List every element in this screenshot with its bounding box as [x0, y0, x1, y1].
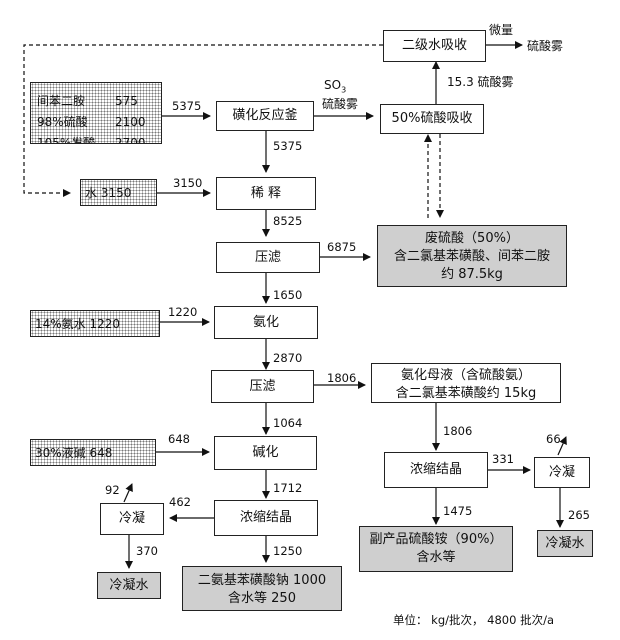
flow-to-mother-liquor: 1806 [327, 371, 357, 385]
filter-press-1-box: 压滤 [216, 242, 320, 273]
mother-liquor-line-2: 含二氯基苯磺酸约 15kg [395, 386, 537, 401]
flow-water-to-dilution: 3150 [173, 176, 203, 190]
byproduct-line-2: 含水等 [416, 550, 456, 565]
flow-ammoniation-to-filter: 2870 [273, 351, 303, 365]
dilution-box: 稀 释 [216, 177, 316, 210]
condensate-left-label: 冷凝水 [109, 577, 149, 593]
trace-label: 微量 [489, 23, 514, 37]
raw-item-3-value: 2700 [115, 136, 146, 144]
filter-press-2-box: 压滤 [211, 370, 314, 403]
ammonia-input-box: 14%氨水 1220 [30, 310, 160, 337]
flow-concentration-to-condenser-left: 462 [169, 495, 191, 509]
waste-acid-line-2: 含二氯基苯磺酸、间苯二胺 [393, 249, 550, 264]
alkalization-label: 碱化 [252, 445, 279, 460]
flow-raw-to-sulfonation: 5375 [172, 99, 202, 113]
flow-condensate-left: 370 [136, 544, 158, 558]
waste-acid-line-3: 约 87.5kg [441, 267, 503, 282]
ammoniation-box: 氨化 [214, 306, 318, 339]
byproduct-line-1: 副产品硫酸铵（90%） [369, 532, 503, 547]
acid-absorption-box: 50%硫酸吸收 [380, 104, 484, 134]
filter-press-1-label: 压滤 [254, 249, 281, 265]
trace-mist-label: 硫酸雾 [527, 39, 564, 53]
flow-product: 1250 [273, 544, 303, 558]
flow-waste-acid: 6875 [327, 240, 357, 254]
dilution-label: 稀 释 [250, 185, 282, 201]
flow-filter-to-ammoniation: 1650 [273, 288, 303, 302]
condensate-left-box: 冷凝水 [97, 572, 161, 599]
flow-naoh-in: 648 [168, 432, 190, 446]
raw-materials-box: 间苯二胺 575 98%硫酸 2100 105%发酸 2700 [30, 82, 162, 144]
flow-byproduct: 1475 [443, 504, 473, 518]
raw-item-1-name: 间苯二胺 [37, 94, 86, 108]
water-input-box: 水 3150 [80, 179, 157, 206]
second-absorption-label: 二级水吸收 [401, 38, 467, 53]
concentration-crystallization-1-box: 浓缩结晶 [214, 500, 318, 536]
flow-vent-right: 66 [546, 432, 561, 446]
mother-liquor-box: 氨化母液（含硫酸氨） 含二氯基苯磺酸约 15kg [371, 363, 561, 403]
product-box: 二氨基苯磺酸钠 1000 含水等 250 [182, 566, 342, 611]
filter-press-2-label: 压滤 [249, 378, 276, 394]
condensate-right-box: 冷凝水 [537, 530, 593, 557]
raw-item-1: 间苯二胺 575 [37, 92, 138, 110]
byproduct-ammonium-sulfate-box: 副产品硫酸铵（90%） 含水等 [359, 526, 513, 572]
condenser-left-box: 冷凝 [100, 503, 164, 535]
second-absorption-box: 二级水吸收 [383, 30, 486, 62]
product-line-2: 含水等 250 [228, 591, 296, 606]
waste-acid-box: 废硫酸（50%） 含二氯基苯磺酸、间苯二胺 约 87.5kg [377, 225, 567, 287]
concentration-crystallization-2-label: 浓缩结晶 [409, 462, 462, 477]
so3-text: SO [324, 78, 342, 92]
condenser-right-box: 冷凝 [534, 457, 590, 488]
mother-liquor-line-1: 氨化母液（含硫酸氨） [400, 368, 531, 383]
raw-item-3-name: 105%发酸 [37, 136, 96, 144]
condenser-right-label: 冷凝 [548, 464, 575, 480]
product-line-1: 二氨基苯磺酸钠 1000 [197, 573, 327, 588]
flow-sulfonation-to-dilution: 5375 [273, 139, 303, 153]
units-note: 单位： kg/批次， 4800 批次/a [393, 613, 554, 627]
alkalization-box: 碱化 [214, 436, 317, 470]
acid-mist-label: 硫酸雾 [322, 97, 359, 111]
water-input-label: 水 3150 [85, 185, 132, 200]
condenser-left-label: 冷凝 [118, 511, 145, 526]
flow-mother-to-concentration: 1806 [443, 424, 473, 438]
raw-item-2-value: 2100 [115, 115, 146, 129]
flow-vent-left: 92 [105, 483, 120, 497]
so3-subscript: 3 [341, 85, 347, 95]
condensate-right-label: 冷凝水 [545, 535, 585, 551]
ammonia-input-label: 14%氨水 1220 [35, 316, 121, 331]
so3-label: SO3 [324, 78, 346, 94]
waste-acid-line-1: 废硫酸（50%） [425, 231, 519, 246]
acid-mist-up-label: 15.3 硫酸雾 [447, 75, 514, 89]
concentration-crystallization-2-box: 浓缩结晶 [384, 452, 488, 488]
naoh-input-box: 30%液碱 648 [30, 439, 156, 466]
flow-condensate-right: 265 [568, 508, 590, 522]
raw-item-2: 98%硫酸 2100 [37, 113, 146, 131]
ammoniation-label: 氨化 [252, 314, 279, 330]
acid-absorption-label: 50%硫酸吸收 [391, 111, 473, 126]
raw-item-1-value: 575 [115, 94, 138, 108]
naoh-input-label: 30%液碱 648 [35, 445, 113, 460]
flow-filter-to-alkalization: 1064 [273, 416, 303, 430]
raw-item-3: 105%发酸 2700 [37, 134, 146, 144]
flow-ammonia-in: 1220 [168, 305, 198, 319]
raw-item-2-name: 98%硫酸 [37, 115, 88, 129]
flow-concentration-to-condenser-right: 331 [492, 452, 514, 466]
sulfonation-reactor-box: 磺化反应釜 [216, 101, 314, 131]
concentration-crystallization-1-label: 浓缩结晶 [239, 510, 292, 525]
flow-alkalization-to-concentration: 1712 [273, 481, 303, 495]
sulfonation-reactor-label: 磺化反应釜 [232, 108, 298, 123]
flow-dilution-to-filter: 8525 [273, 214, 303, 228]
